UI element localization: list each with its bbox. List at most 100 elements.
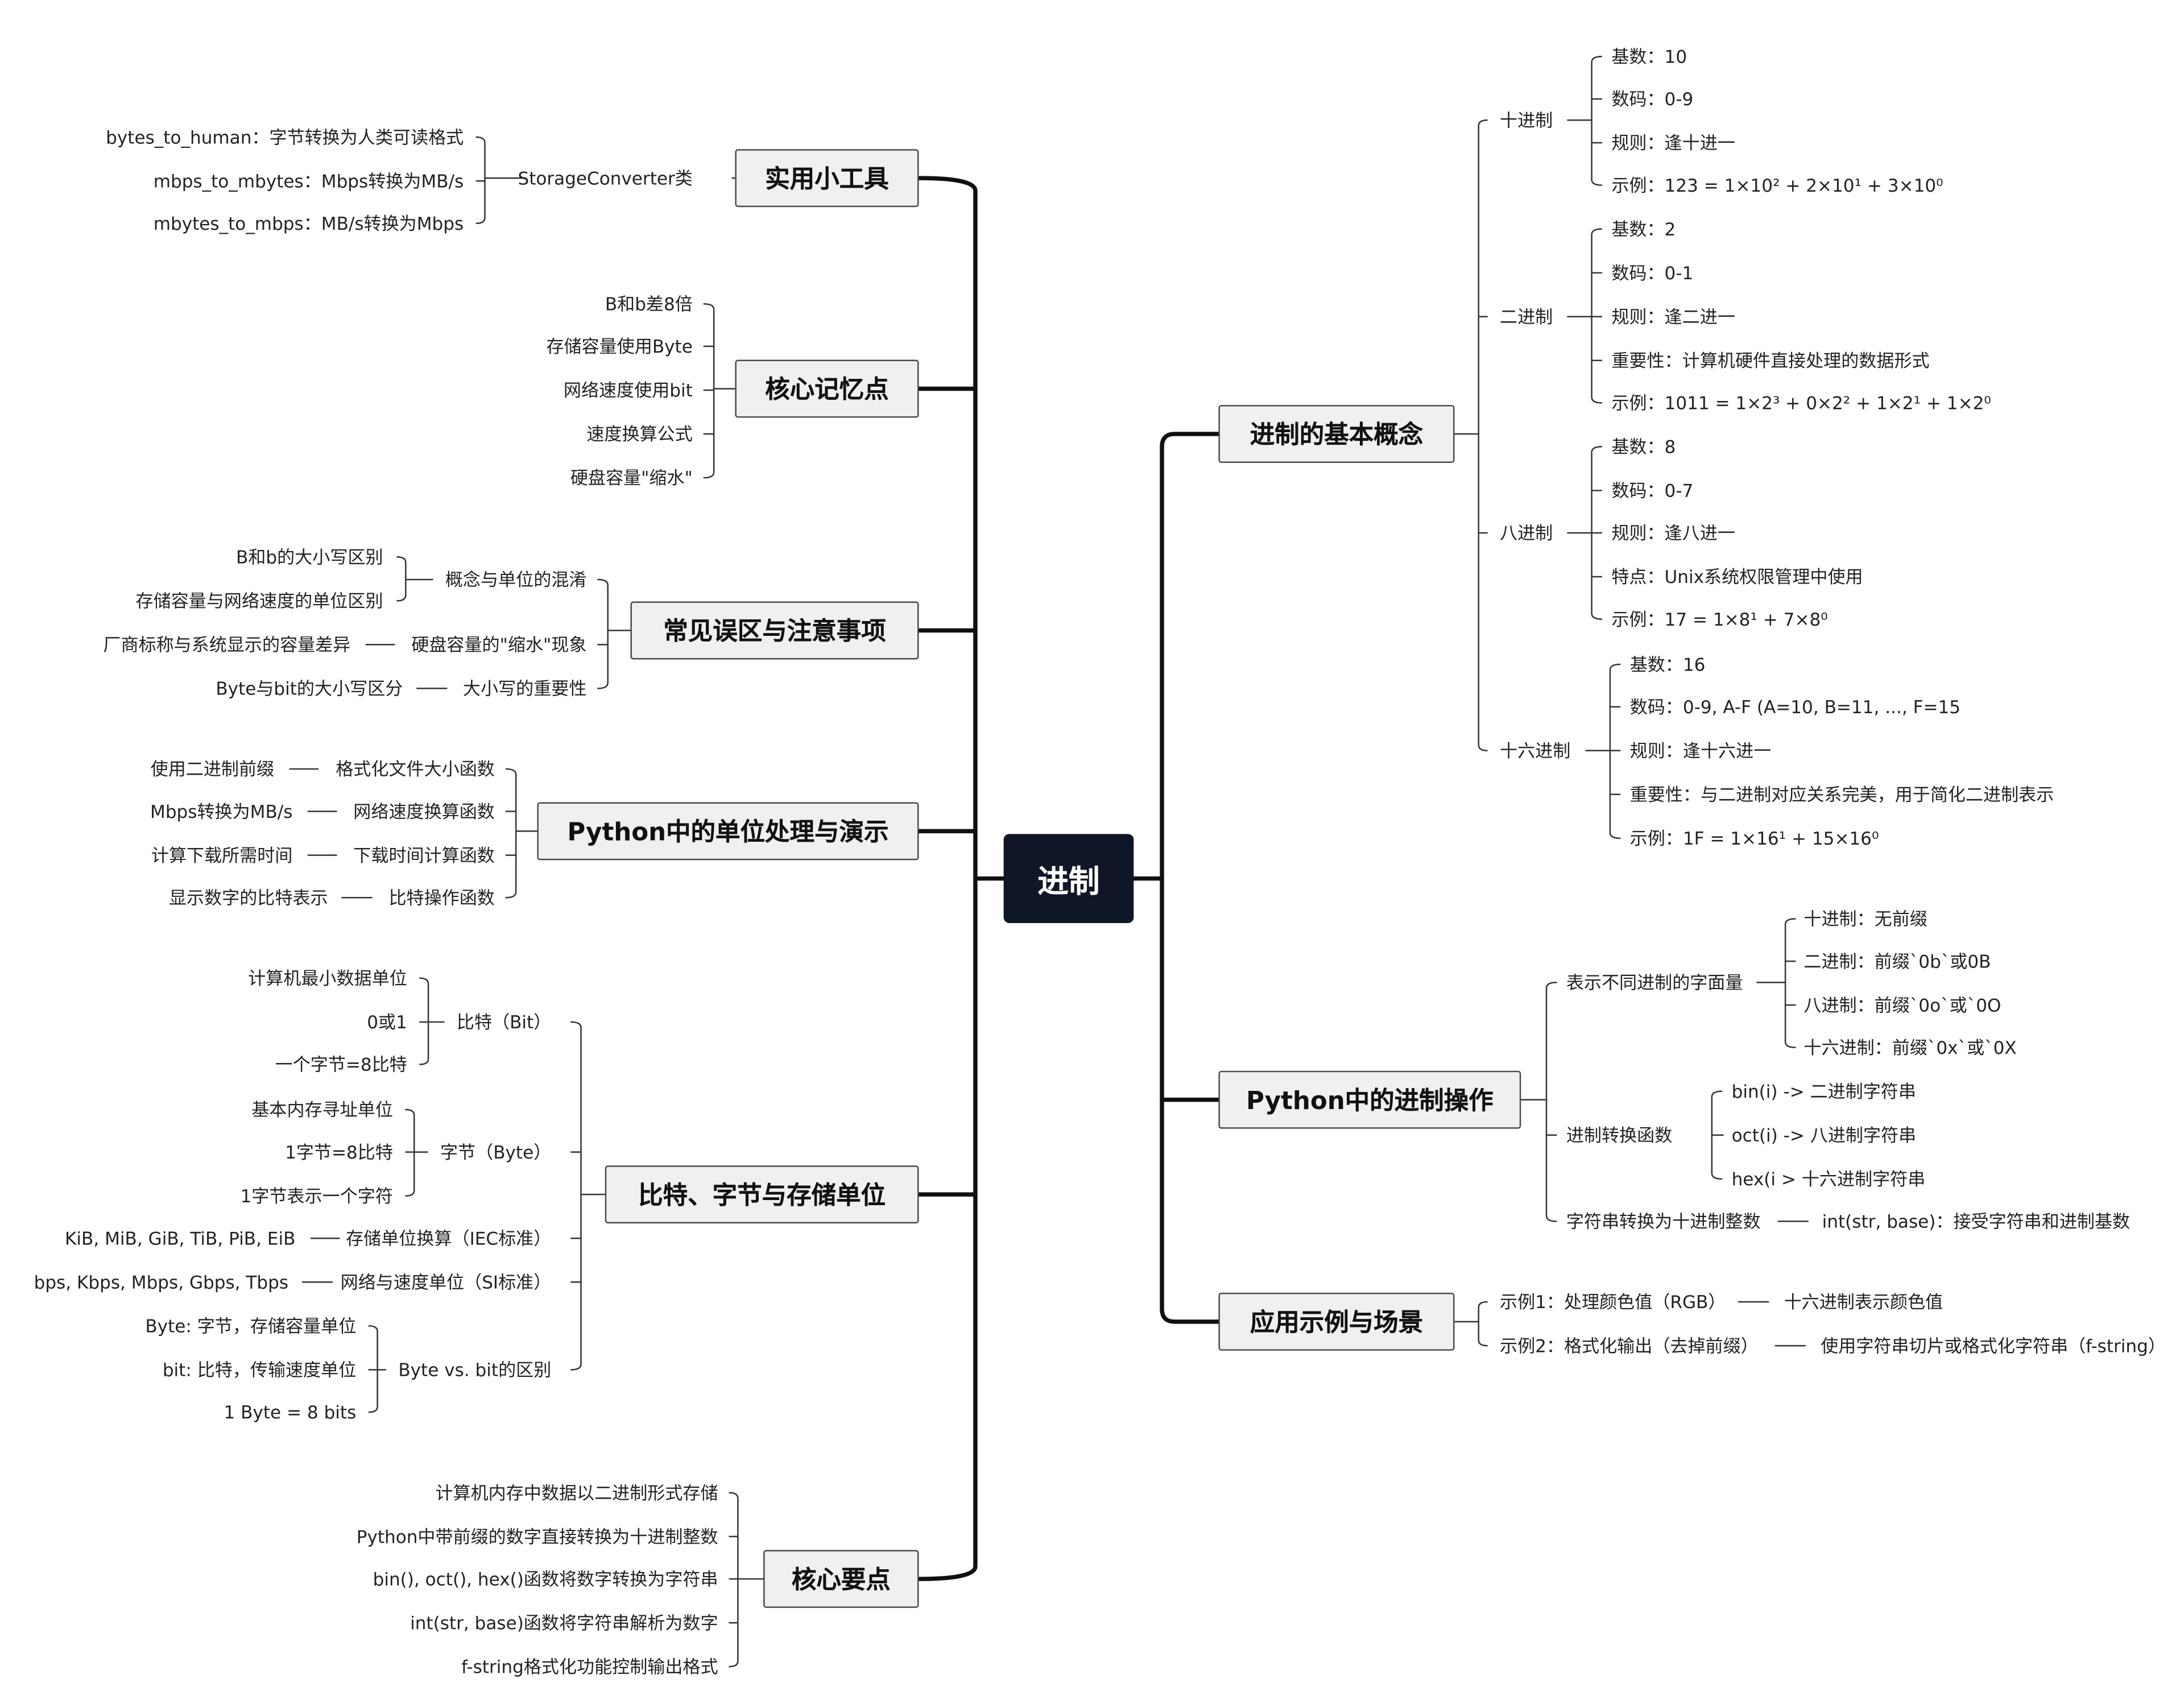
subtopic[interactable]: 表示不同进制的字面量 [1566, 971, 1743, 993]
branch-1-left[interactable]: 实用小工具 [735, 149, 919, 208]
leaf-topic[interactable]: 规则：逢二进一 [1611, 306, 1735, 328]
leaf-topic[interactable]: 示例：1011 = 1×2³ + 0×2² + 1×2¹ + 1×2⁰ [1611, 392, 1991, 413]
subtopic[interactable]: 示例1：处理颜色值（RGB） [1500, 1291, 1726, 1313]
leaf-topic[interactable]: 基数：8 [1611, 436, 1676, 458]
leaf-topic[interactable]: 网络速度使用bit [563, 379, 693, 401]
leaf-topic[interactable]: mbps_to_mbytes：Mbps转换为MB/s [153, 170, 464, 192]
subtopic[interactable]: 硬盘容量的"缩水"现象 [411, 634, 587, 655]
leaf-topic[interactable]: KiB, MiB, GiB, TiB, PiB, EiB [65, 1227, 296, 1249]
subtopic[interactable]: 二进制 [1500, 306, 1553, 328]
subtopic[interactable]: 比特（Bit） [456, 1011, 552, 1033]
connector [1478, 119, 1488, 751]
leaf-topic[interactable]: Python中带前缀的数字直接转换为十进制整数 [356, 1525, 718, 1548]
leaf-topic[interactable]: 数码：0-9, A-F (A=10, B=11, ..., F=15 [1629, 696, 1961, 718]
subtopic[interactable]: Byte vs. bit的区别 [398, 1359, 552, 1380]
leaf-topic[interactable]: 存储容量与网络速度的单位区别 [135, 590, 383, 611]
subtopic[interactable]: 存储单位换算（IEC标准） [346, 1227, 552, 1249]
leaf-topic[interactable]: B和b的大小写区别 [236, 546, 383, 568]
leaf-topic[interactable]: 1字节=8比特 [285, 1141, 393, 1163]
leaf-topic[interactable]: mbytes_to_mbps：MB/s转换为Mbps [153, 213, 464, 234]
connector [1591, 56, 1603, 186]
leaf-topic[interactable]: int(str, base)函数将字符串解析为数字 [410, 1612, 718, 1633]
leaf-topic[interactable]: 速度换算公式 [586, 423, 693, 445]
leaf-topic[interactable]: 数码：0-1 [1611, 262, 1694, 284]
subtopic[interactable]: 网络速度换算函数 [353, 800, 495, 822]
leaf-topic[interactable]: 八进制：前缀`0o`或`0O [1804, 994, 2001, 1016]
leaf-topic[interactable]: B和b差8倍 [605, 293, 693, 315]
leaf-topic[interactable]: 十进制：无前缀 [1804, 908, 1927, 930]
leaf-topic[interactable]: 计算机内存中数据以二进制形式存储 [435, 1482, 718, 1504]
leaf-topic[interactable]: bytes_to_human：字节转换为人类可读格式 [106, 126, 464, 148]
leaf-topic[interactable]: 规则：逢十进一 [1611, 132, 1735, 154]
leaf-topic[interactable]: bps, Kbps, Mbps, Gbps, Tbps [34, 1271, 289, 1293]
leaf-topic[interactable]: 规则：逢十六进一 [1629, 740, 1772, 762]
leaf-topic[interactable]: 1 Byte = 8 bits [224, 1401, 357, 1423]
leaf-topic[interactable]: 厂商标称与系统显示的容量差异 [103, 634, 351, 655]
subtopic[interactable]: 大小写的重要性 [462, 677, 587, 700]
leaf-topic[interactable]: 0或1 [367, 1011, 407, 1033]
leaf-topic[interactable]: 基数：10 [1611, 45, 1687, 68]
subtopic[interactable]: 下载时间计算函数 [353, 845, 495, 866]
leaf-topic[interactable]: 数码：0-7 [1611, 479, 1694, 502]
leaf-topic[interactable]: 使用字符串切片或格式化字符串（f-string） [1821, 1335, 2166, 1356]
leaf-topic[interactable]: 硬盘容量"缩水" [570, 467, 693, 489]
connector [396, 556, 407, 602]
subtopic[interactable]: 示例2：格式化输出（去掉前缀） [1500, 1335, 1759, 1356]
subtopic[interactable]: 八进制 [1500, 522, 1553, 544]
subtopic[interactable]: 格式化文件大小函数 [336, 758, 495, 780]
leaf-topic[interactable]: 示例：123 = 1×10² + 2×10¹ + 3×10⁰ [1611, 174, 1943, 196]
leaf-topic[interactable]: 重要性：与二进制对应关系完美，用于简化二进制表示 [1629, 784, 2054, 805]
branch-3-left[interactable]: 常见误区与注意事项 [630, 601, 919, 660]
branch-3-right[interactable]: 应用示例与场景 [1218, 1292, 1455, 1351]
leaf-topic[interactable]: f-string格式化功能控制输出格式 [461, 1656, 718, 1677]
branch-2-left[interactable]: 核心记忆点 [735, 359, 919, 418]
branch-1-right[interactable]: 进制的基本概念 [1218, 405, 1455, 463]
leaf-topic[interactable]: 存储容量使用Byte [546, 336, 693, 357]
leaf-topic[interactable]: 示例：17 = 1×8¹ + 7×8⁰ [1611, 608, 1828, 630]
subtopic[interactable]: 进制转换函数 [1566, 1124, 1673, 1146]
leaf-topic[interactable]: bin(i) -> 二进制字符串 [1731, 1081, 1916, 1102]
leaf-topic[interactable]: 计算机最小数据单位 [248, 967, 407, 989]
leaf-topic[interactable]: bit: 比特，传输速度单位 [162, 1359, 357, 1380]
subtopic[interactable]: 字符串转换为十进制整数 [1566, 1210, 1761, 1232]
connector [405, 1108, 415, 1197]
root-node[interactable]: 进制 [1003, 834, 1134, 923]
leaf-topic[interactable]: 规则：逢八进一 [1611, 522, 1735, 544]
leaf-topic[interactable]: 显示数字的比特表示 [168, 887, 328, 908]
leaf-topic[interactable]: int(str, base)：接受字符串和进制基数 [1822, 1210, 2131, 1232]
branch-4-left[interactable]: Python中的单位处理与演示 [537, 802, 919, 861]
leaf-topic[interactable]: 基本内存寻址单位 [251, 1099, 393, 1120]
subtopic[interactable]: 十六进制 [1500, 740, 1571, 762]
leaf-topic[interactable]: 示例：1F = 1×16¹ + 15×16⁰ [1629, 828, 1879, 849]
subtopic[interactable]: 十进制 [1500, 109, 1553, 131]
subtopic[interactable]: StorageConverter类 [518, 167, 693, 189]
leaf-topic[interactable]: 基数：2 [1611, 218, 1676, 240]
leaf-topic[interactable]: 数码：0-9 [1611, 88, 1694, 110]
leaf-topic[interactable]: Byte与bit的大小写区分 [216, 677, 403, 700]
connector [597, 578, 609, 689]
subtopic[interactable]: 比特操作函数 [388, 887, 495, 908]
connector [916, 176, 978, 1581]
leaf-topic[interactable]: 一个字节=8比特 [275, 1053, 407, 1075]
leaf-topic[interactable]: 二进制：前缀`0b`或0B [1804, 950, 1991, 972]
leaf-topic[interactable]: 重要性：计算机硬件直接处理的数据形式 [1611, 350, 1930, 371]
leaf-topic[interactable]: oct(i) -> 八进制字符串 [1731, 1124, 1917, 1146]
branch-2-right[interactable]: Python中的进制操作 [1218, 1070, 1521, 1129]
subtopic[interactable]: 概念与单位的混淆 [445, 569, 587, 590]
leaf-topic[interactable]: 十六进制：前缀`0x`或`0X [1804, 1037, 2017, 1058]
subtopic[interactable]: 字节（Byte） [440, 1141, 552, 1163]
branch-5-left[interactable]: 比特、字节与存储单位 [605, 1165, 919, 1224]
leaf-topic[interactable]: Byte: 字节，存储容量单位 [145, 1315, 357, 1337]
leaf-topic[interactable]: 1字节表示一个字符 [240, 1185, 393, 1207]
leaf-topic[interactable]: 特点：Unix系统权限管理中使用 [1611, 566, 1863, 588]
leaf-topic[interactable]: 十六进制表示颜色值 [1784, 1291, 1943, 1313]
leaf-topic[interactable]: bin(), oct(), hex()函数将数字转换为字符串 [373, 1568, 718, 1590]
branch-6-left[interactable]: 核心要点 [763, 1550, 919, 1608]
leaf-topic[interactable]: 基数：16 [1629, 653, 1706, 675]
leaf-topic[interactable]: 使用二进制前缀 [150, 758, 275, 780]
leaf-topic[interactable]: hex(i > 十六进制字符串 [1731, 1168, 1926, 1190]
subtopic[interactable]: 网络与速度单位（SI标准） [340, 1271, 552, 1293]
leaf-topic[interactable]: Mbps转换为MB/s [150, 800, 293, 822]
leaf-topic[interactable]: 计算下载所需时间 [151, 845, 293, 866]
